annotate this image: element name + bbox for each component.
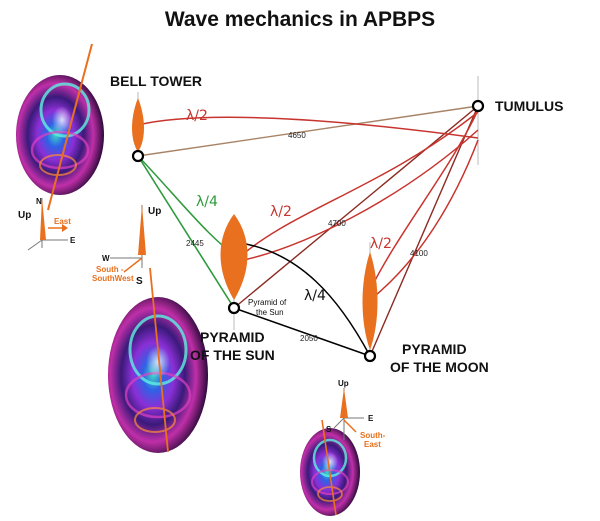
label-bell-tower: BELL TOWER <box>110 73 202 89</box>
line-tumulus-sun <box>233 105 479 309</box>
energy-orb-pyramid-moon <box>300 419 360 516</box>
compass-moon-dir-1: South- <box>360 431 386 440</box>
energy-orb-pyramid-sun <box>108 267 208 453</box>
wave-lens-bell <box>132 98 144 152</box>
compass-sun-west: W <box>102 254 110 263</box>
distance-tumulus-sun: 4700 <box>328 219 346 228</box>
distance-bell-tumulus: 4650 <box>288 131 306 140</box>
line-bell-tumulus <box>137 105 479 157</box>
compass-moon: Up E S South- East <box>326 379 386 449</box>
diagram-title: Wave mechanics in APBPS <box>165 8 435 31</box>
node-bell-tower <box>131 149 145 163</box>
compass-bell: Up N E East <box>18 197 76 251</box>
wave-sun-tumulus-upper <box>233 111 479 263</box>
wave-sun-tumulus-lower <box>233 129 479 263</box>
distance-tumulus-moon: 4100 <box>410 249 428 258</box>
node-pyramid-moon <box>363 349 377 363</box>
wave-lens-sun <box>220 214 248 300</box>
lambda-bell-tumulus: λ/2 <box>186 108 208 124</box>
distance-sun-moon: 2050 <box>300 334 318 343</box>
compass-sun-up: Up <box>148 206 161 217</box>
wave-lens-moon <box>362 252 378 350</box>
lambda-moon-tumulus: λ/2 <box>370 236 392 252</box>
label-pyramid-moon-2: OF THE MOON <box>390 359 489 375</box>
wave-moon-tumulus-a <box>369 109 479 291</box>
label-pyramid-sun-small-2: the Sun <box>256 308 284 317</box>
compass-sun: Up W S South - SouthWest <box>92 205 161 287</box>
compass-moon-dir-2: East <box>364 440 381 449</box>
node-pyramid-sun <box>227 301 241 315</box>
label-pyramid-sun-1: PYRAMID <box>200 329 265 345</box>
compass-sun-dir-1: South - <box>96 265 124 274</box>
energy-orb-bell-tower <box>16 43 104 211</box>
compass-bell-east: E <box>70 236 76 245</box>
compass-bell-north: N <box>36 197 42 206</box>
compass-bell-up: Up <box>18 210 31 221</box>
label-pyramid-sun-small-1: Pyramid of <box>248 298 287 307</box>
line-sun-moon <box>233 307 371 357</box>
distance-bell-sun: 2445 <box>186 239 204 248</box>
wave-moon-tumulus-b <box>369 139 479 301</box>
compass-sun-dir-2: SouthWest <box>92 274 134 283</box>
label-pyramid-sun-2: OF THE SUN <box>190 347 275 363</box>
wave-sun-moon <box>233 241 371 357</box>
lambda-bell-sun: λ/4 <box>196 194 218 210</box>
compass-moon-east: E <box>368 414 374 423</box>
lambda-sun-tumulus: λ/2 <box>270 204 292 220</box>
label-pyramid-moon-1: PYRAMID <box>402 341 467 357</box>
line-bell-sun <box>137 155 235 309</box>
compass-sun-south: S <box>136 276 143 287</box>
compass-bell-dir: East <box>54 217 71 226</box>
compass-moon-south: S <box>326 425 332 434</box>
wave-bell-tumulus <box>137 116 479 139</box>
compass-moon-up: Up <box>338 379 349 388</box>
label-tumulus: TUMULUS <box>495 98 563 114</box>
lambda-sun-moon: λ/4 <box>304 288 326 304</box>
line-tumulus-moon <box>369 105 479 357</box>
node-tumulus <box>471 99 485 113</box>
